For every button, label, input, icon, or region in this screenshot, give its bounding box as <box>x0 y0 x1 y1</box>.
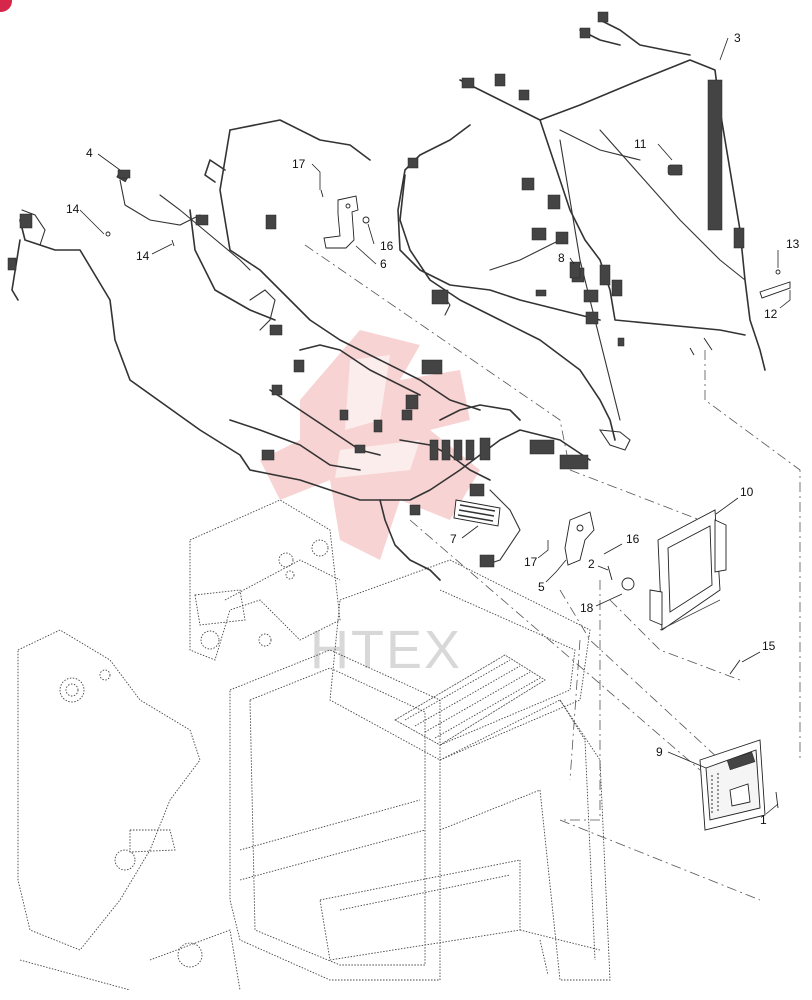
part-7-decal <box>453 499 501 527</box>
roof-harness <box>397 11 766 451</box>
callout-9: 9 <box>656 745 663 759</box>
part-5-bracket <box>564 511 595 566</box>
callout-17-bottom: 17 <box>524 555 538 569</box>
callout-6: 6 <box>380 257 387 271</box>
part-15-screw <box>729 659 741 675</box>
cab-frame <box>17 499 611 991</box>
fasteners-top <box>105 189 370 247</box>
callout-8: 8 <box>558 251 565 265</box>
part-18-clip <box>607 565 635 591</box>
roof-grille <box>394 654 546 746</box>
part-10-bracket <box>649 509 727 631</box>
callout-16-bottom: 16 <box>626 532 640 546</box>
part-11-sensor <box>667 164 683 176</box>
part-8-connector <box>569 261 581 279</box>
callout-12: 12 <box>764 307 778 321</box>
part-6-bracket <box>323 195 359 249</box>
callout-16-top: 16 <box>380 239 394 253</box>
callout-5: 5 <box>538 580 545 594</box>
part-9-controller <box>699 739 766 831</box>
callout-7: 7 <box>450 532 457 546</box>
callout-18: 18 <box>580 601 594 615</box>
callout-14-mid: 14 <box>136 249 150 263</box>
part-1-screw <box>775 791 779 809</box>
callout-4: 4 <box>86 146 93 160</box>
part-4-connector <box>117 169 131 179</box>
callout-10: 10 <box>740 485 754 499</box>
callout-2: 2 <box>588 557 595 571</box>
callout-3: 3 <box>734 31 741 45</box>
assembly-lines <box>304 244 801 901</box>
main-harness <box>7 119 591 581</box>
callout-17-top: 17 <box>292 157 306 171</box>
leader-lines <box>79 37 791 815</box>
callout-15: 15 <box>762 639 776 653</box>
callout-1: 1 <box>760 813 767 827</box>
callout-11: 11 <box>634 137 647 151</box>
callouts: 4 14 14 17 16 6 3 11 13 12 8 7 17 5 16 2… <box>66 31 800 827</box>
part-12-bracket <box>689 269 791 356</box>
callout-14-left: 14 <box>66 202 80 216</box>
callout-13: 13 <box>786 237 800 251</box>
